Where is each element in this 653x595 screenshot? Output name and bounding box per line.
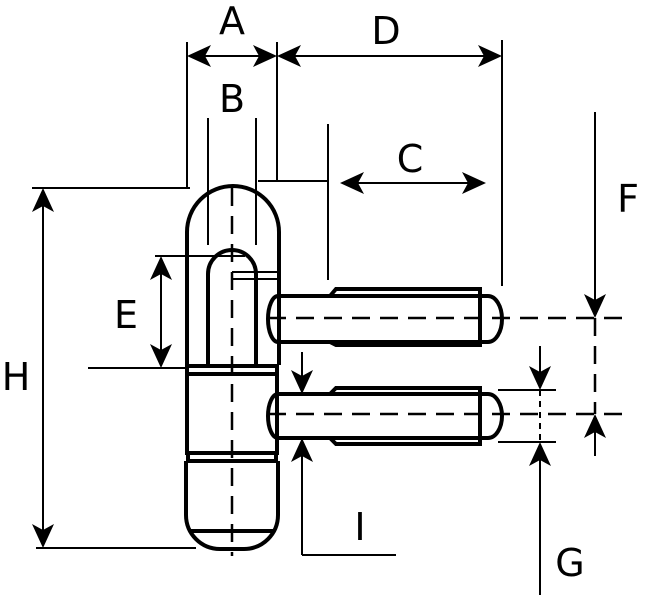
label-a: A — [219, 0, 245, 43]
upper-barrel — [185, 184, 281, 365]
dimension-g: G — [498, 346, 585, 595]
label-c: C — [397, 137, 424, 181]
label-h: H — [2, 355, 31, 399]
dimension-e: E — [88, 255, 245, 369]
label-i: I — [354, 505, 365, 549]
label-d: D — [371, 9, 400, 53]
bottom-cap — [184, 461, 280, 551]
label-g: G — [555, 541, 584, 585]
dimension-i: I — [291, 352, 396, 556]
dimension-d: D — [277, 9, 503, 286]
dimension-c: C — [258, 124, 486, 280]
dimension-b: B — [207, 77, 257, 245]
dimension-h: H — [2, 187, 196, 549]
lower-pin — [266, 386, 504, 446]
label-b: B — [219, 77, 245, 121]
dimension-a: A — [186, 0, 278, 188]
dimension-f: F — [584, 112, 639, 456]
label-e: E — [114, 293, 138, 337]
label-f: F — [617, 177, 639, 221]
